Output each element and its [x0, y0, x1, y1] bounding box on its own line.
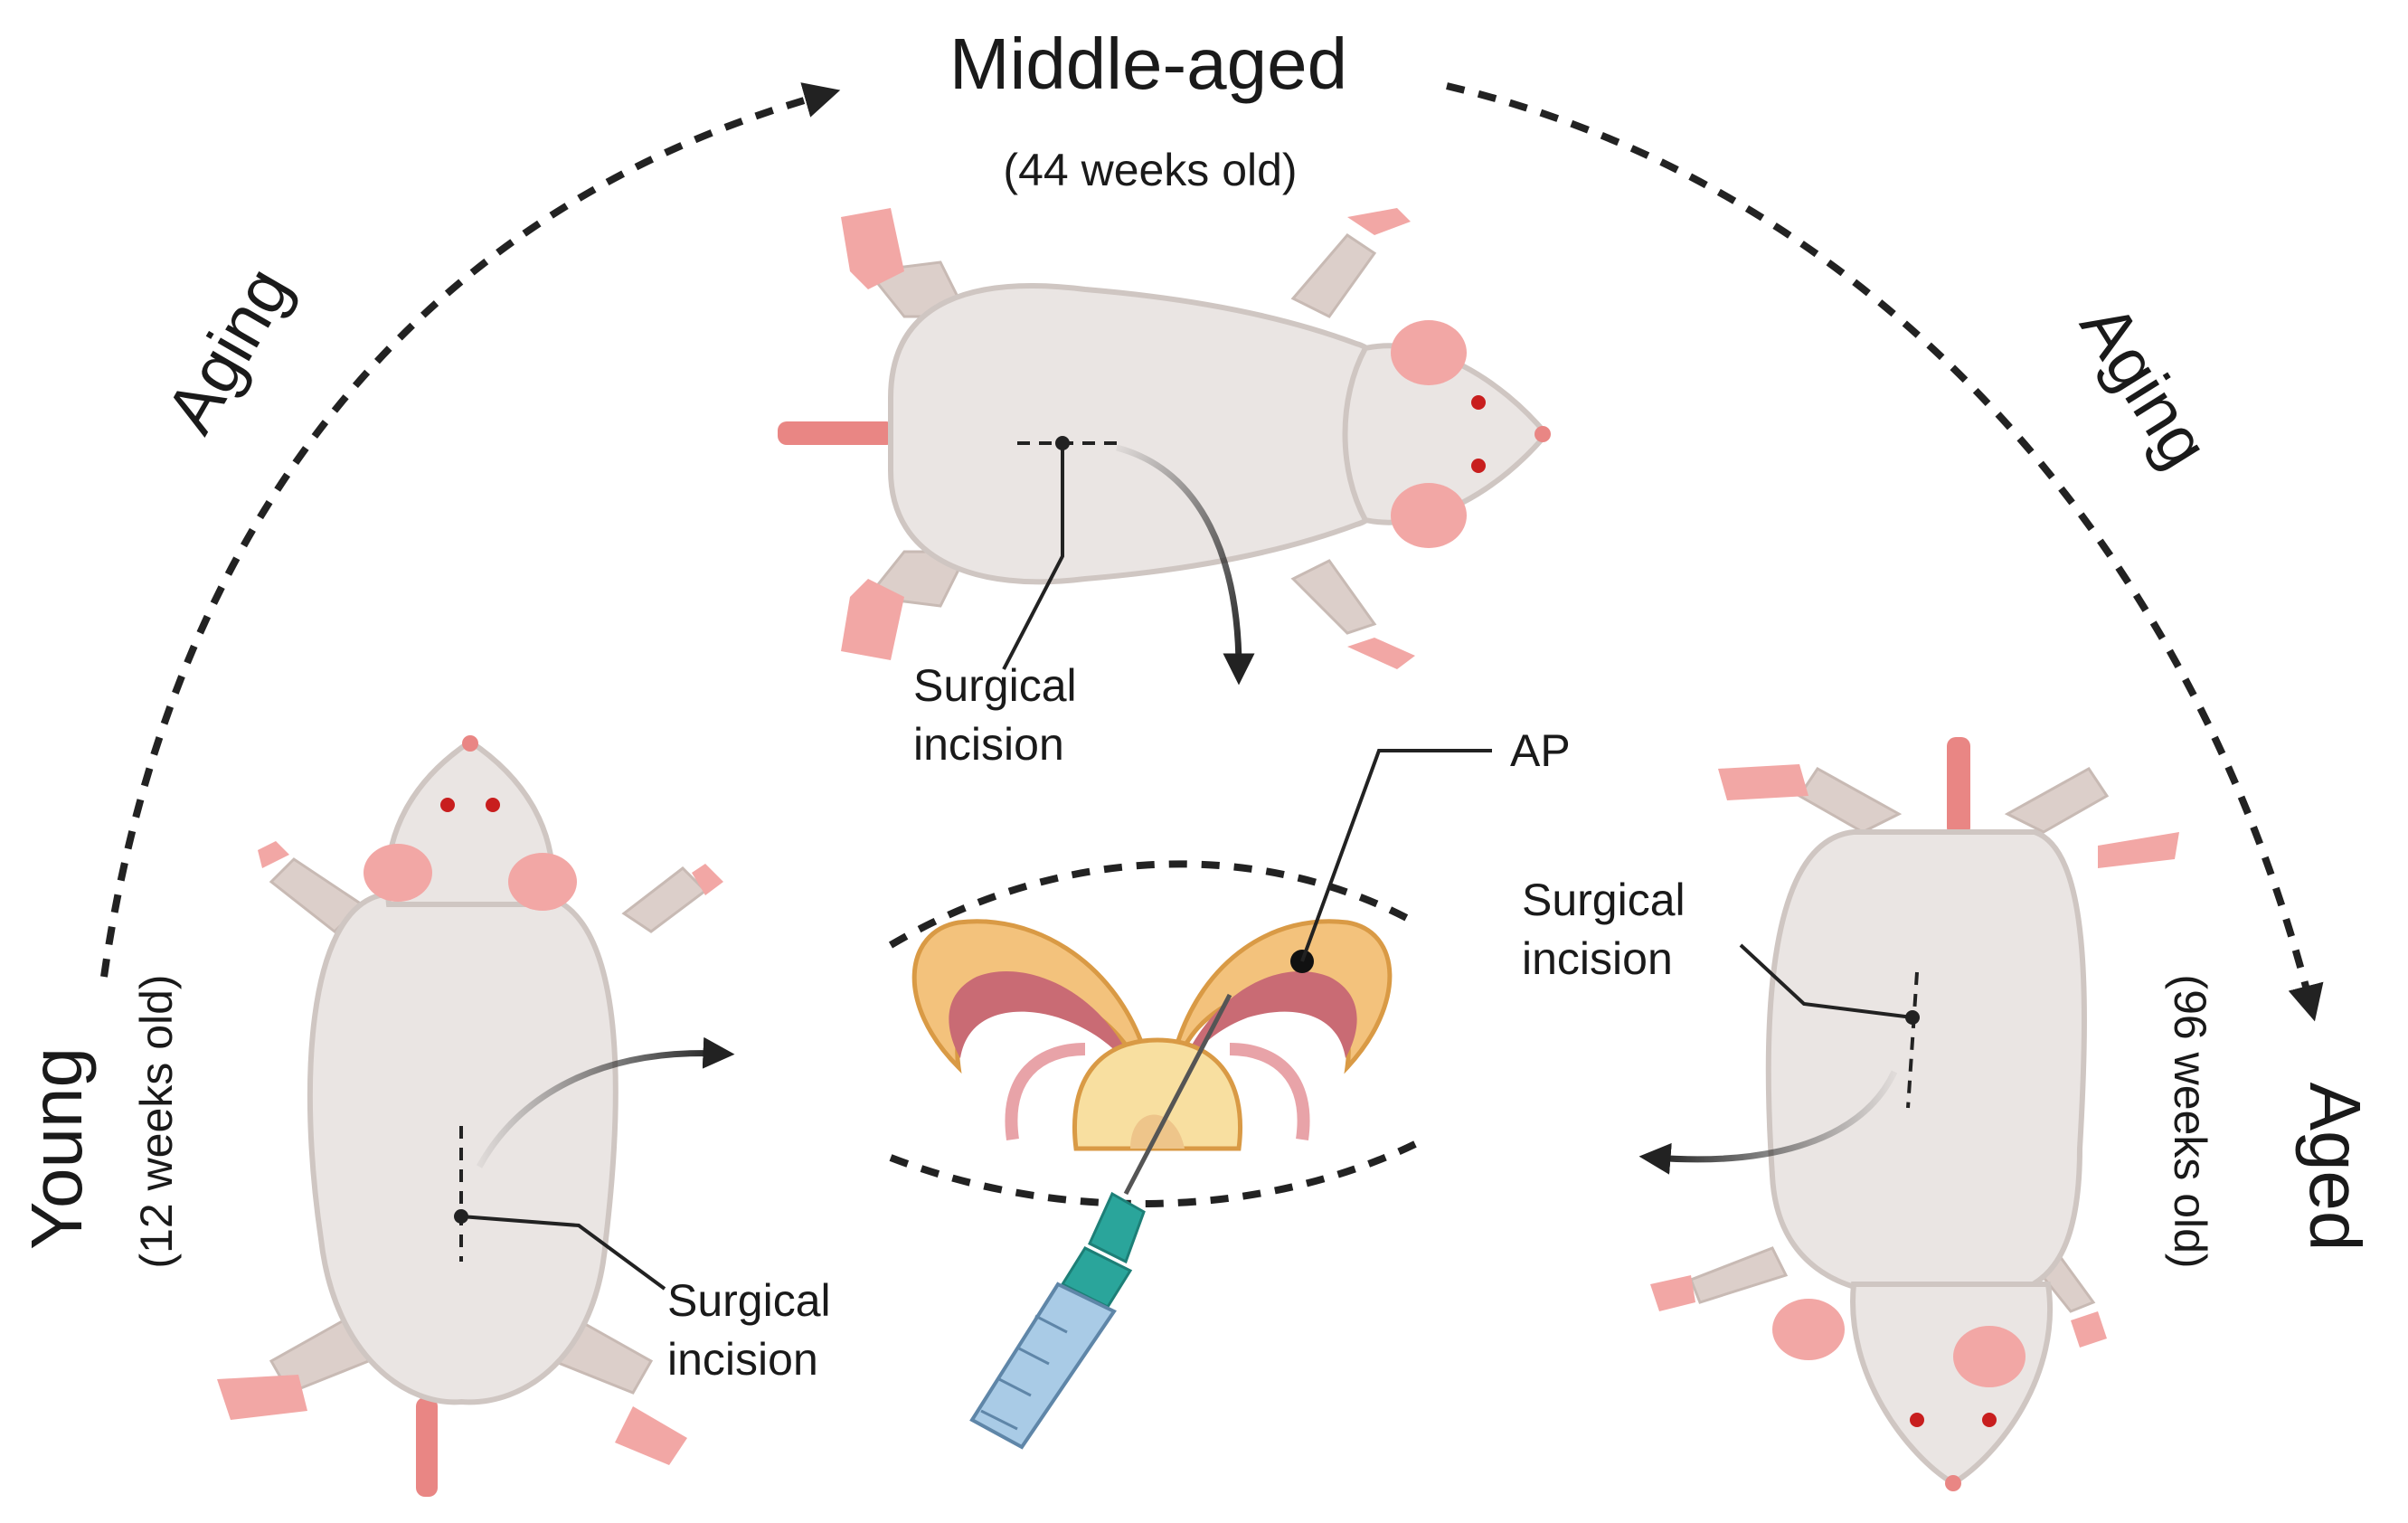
incision-label-top: Surgical: [913, 660, 1077, 711]
incision-label-right-2: incision: [1522, 933, 1673, 984]
ap-label: AP: [1510, 725, 1571, 776]
incision-label-left-2: incision: [667, 1334, 818, 1385]
surgical-field-outline: [888, 860, 1417, 1207]
syringe-icon: [969, 993, 1232, 1450]
young-title: Young: [16, 1047, 97, 1250]
aging-label-right: Aging: [2065, 291, 2224, 481]
aging-arrow-right: [1446, 82, 2324, 1022]
incision-label-top-2: incision: [913, 719, 1064, 770]
middle-aged-age: (44 weeks old): [1003, 145, 1297, 195]
young-age: (12 weeks old): [131, 974, 182, 1268]
mouse-icon: [778, 208, 1551, 686]
aging-label-left: Aging: [152, 255, 307, 446]
aging-arrow-left: [100, 82, 841, 978]
aged-age: (96 weeks old): [2165, 974, 2215, 1268]
middle-aged-title: Middle-aged: [949, 24, 1347, 104]
mouse-icon: [217, 735, 735, 1497]
incision-label-right: Surgical: [1522, 875, 1686, 925]
prostate-icon: [911, 919, 1393, 1151]
aged-title: Aged: [2295, 1083, 2375, 1252]
mouse-icon: [1638, 737, 2179, 1491]
incision-label-left: Surgical: [667, 1275, 831, 1326]
